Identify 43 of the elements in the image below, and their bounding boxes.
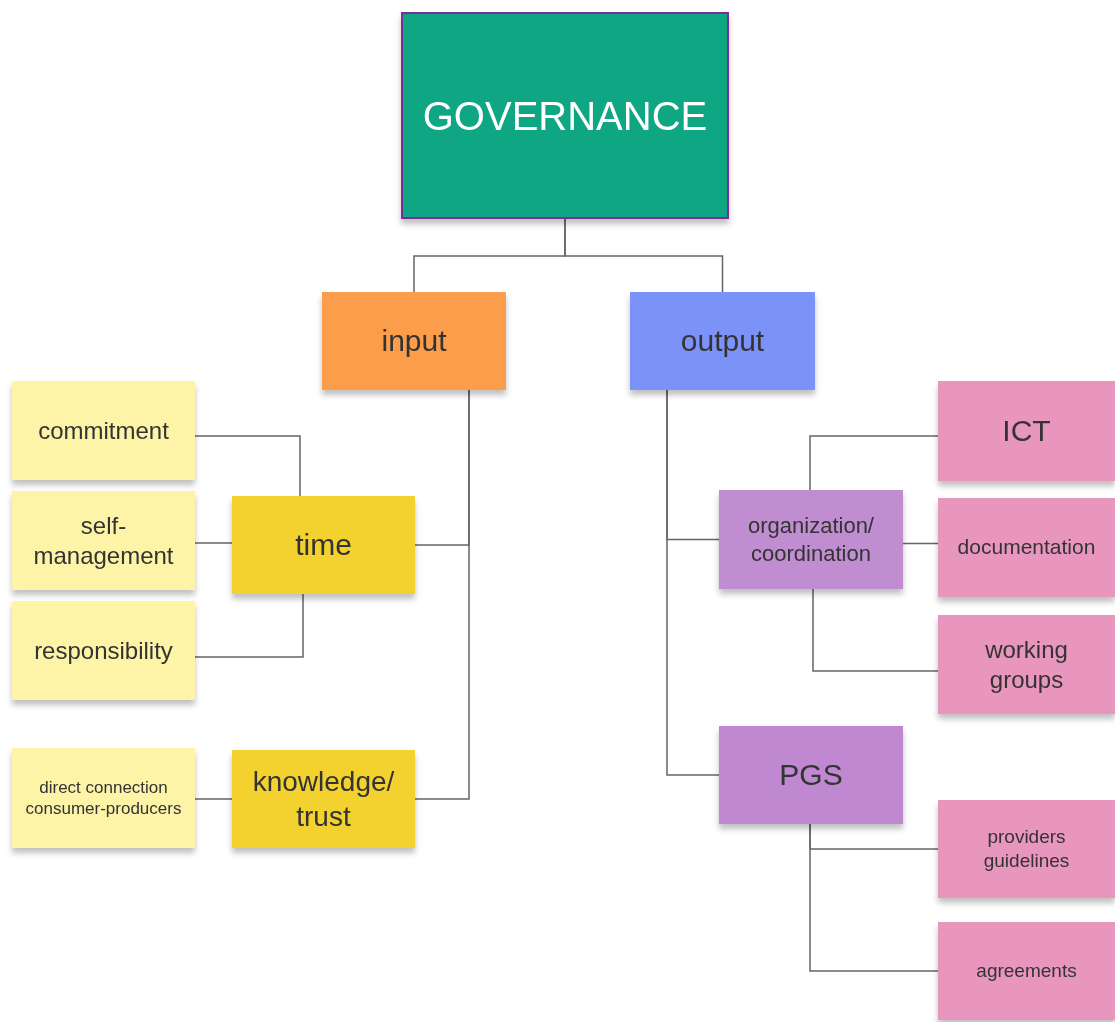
connector-line [812, 588, 939, 672]
sticky-note [232, 496, 415, 594]
sticky-note [938, 615, 1115, 714]
note-text: GOVERNANCE [422, 92, 708, 140]
connector-line [902, 542, 939, 545]
note-text: input [381, 323, 447, 360]
sticky-note [12, 601, 195, 700]
note-text: output [680, 323, 765, 360]
sticky-note [12, 491, 195, 590]
sticky-note [938, 800, 1115, 898]
sticky-note [938, 498, 1115, 597]
title-box [401, 12, 729, 219]
note-text: self-management [32, 510, 175, 571]
note-text: direct connection consumer-producers [24, 776, 183, 820]
sticky-note [719, 726, 903, 824]
note-text: time [295, 527, 352, 564]
connector-line [194, 542, 233, 544]
sticky-note [938, 922, 1115, 1020]
note-text: commitment [38, 415, 169, 446]
connector-line [809, 435, 939, 491]
note-text: responsibility [34, 635, 173, 666]
sticky-note [630, 292, 815, 390]
sticky-note [232, 750, 415, 848]
note-text: working groups [984, 634, 1069, 695]
connector-line [194, 593, 304, 658]
connector-line [194, 798, 233, 800]
sticky-note [938, 381, 1115, 481]
connector-line [194, 435, 301, 497]
sticky-note [12, 381, 195, 480]
note-text: PGS [779, 757, 843, 794]
note-text: providers guidelines [982, 825, 1071, 873]
sticky-note [12, 748, 195, 848]
connector-line [414, 389, 470, 800]
sticky-note [719, 490, 903, 589]
connector-line [666, 389, 720, 776]
connector-line [809, 823, 939, 972]
note-text: organization/ coordination [747, 512, 875, 567]
note-text: knowledge/ trust [251, 765, 396, 834]
note-text: agreements [976, 959, 1077, 983]
note-text: ICT [1002, 413, 1051, 450]
note-text: documentation [957, 534, 1096, 561]
sticky-note [322, 292, 506, 390]
connector-line [564, 218, 724, 293]
